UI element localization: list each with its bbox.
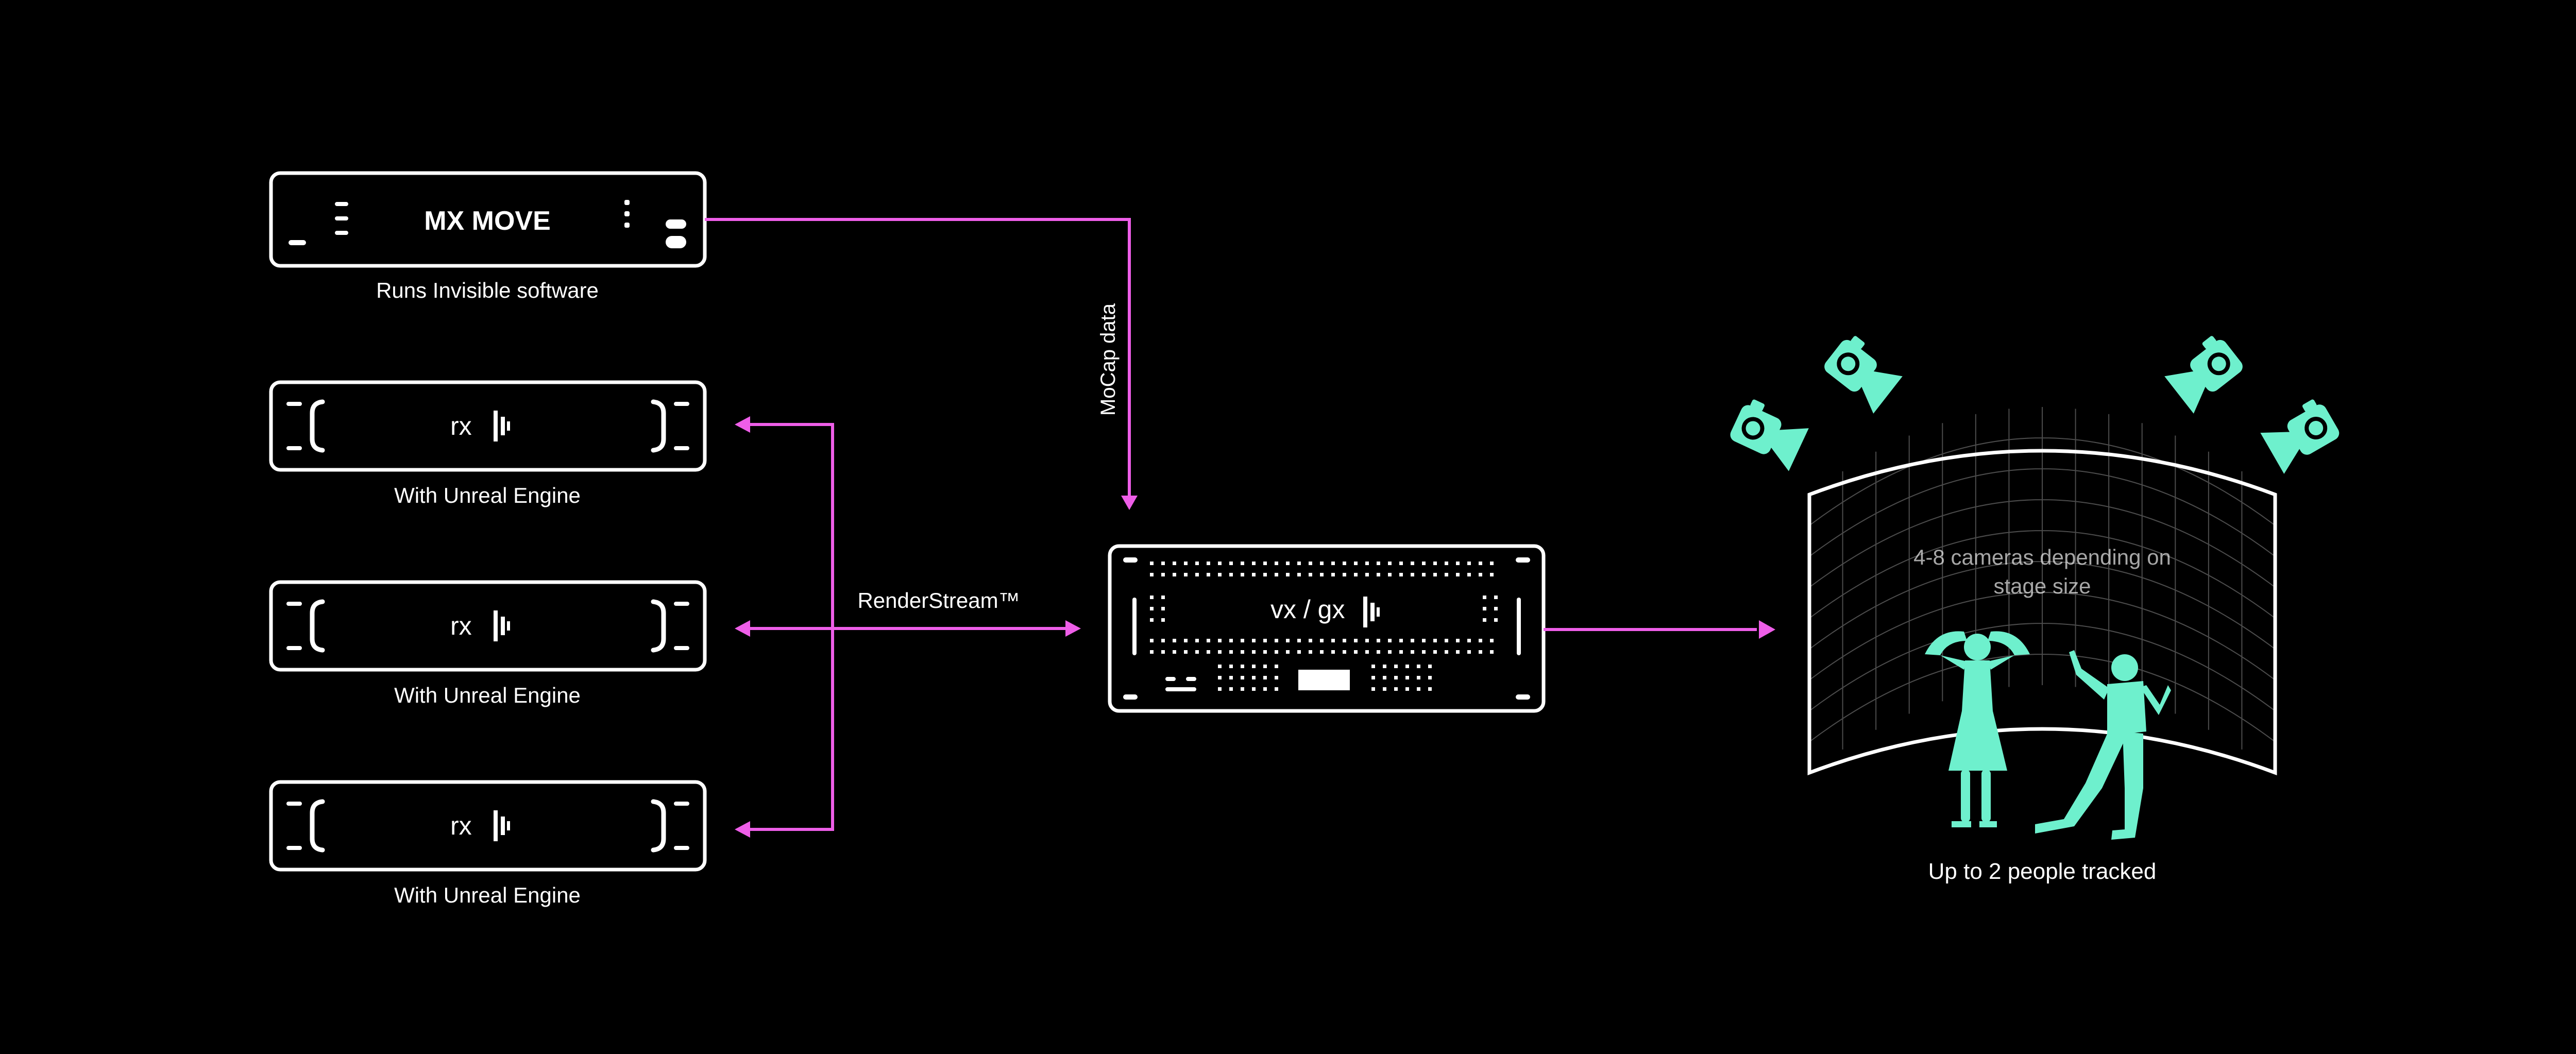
connectors xyxy=(705,218,1757,831)
stage-grid xyxy=(1809,407,2276,750)
vent-dots xyxy=(1150,562,1498,691)
arrowheads xyxy=(735,416,1775,838)
rx-caption-2: With Unreal Engine xyxy=(394,683,581,707)
mx-move-device: MX MOVE xyxy=(269,171,707,268)
rx-caption-1: With Unreal Engine xyxy=(394,483,581,507)
rx-device-1: rx xyxy=(271,382,705,470)
vx-gx-device: vx / gx xyxy=(1108,544,1546,713)
camera-icon xyxy=(1726,396,1810,471)
person-silhouette-icon xyxy=(1925,631,2171,840)
camera-icon xyxy=(2162,331,2248,414)
stage-caption: Up to 2 people tracked xyxy=(1928,859,2157,884)
rx-label-1: rx xyxy=(450,412,472,440)
vx-gx-label: vx / gx xyxy=(1270,595,1345,624)
rx-label-3: rx xyxy=(450,811,472,840)
camera-icon xyxy=(1819,331,1905,414)
mx-move-title: MX MOVE xyxy=(424,206,551,236)
rx-label-2: rx xyxy=(450,611,472,640)
mx-move-caption: Runs Invisible software xyxy=(376,278,599,302)
cameras-note-line1: 4-8 cameras depending on xyxy=(1913,545,2171,569)
waveform-logo-icon xyxy=(1363,597,1380,627)
rx-caption-3: With Unreal Engine xyxy=(394,883,581,907)
stage-outline xyxy=(1807,449,2277,776)
renderstream-label: RenderStream™ xyxy=(857,588,1020,613)
led-stage xyxy=(1807,407,2277,776)
camera-icon xyxy=(2259,395,2344,474)
rx-device-2: rx xyxy=(271,582,705,670)
mocap-label: MoCap data xyxy=(1097,303,1120,416)
cameras-note-line2: stage size xyxy=(1993,574,2091,598)
rx-device-3: rx xyxy=(271,782,705,870)
mocap-connector xyxy=(705,218,1131,500)
